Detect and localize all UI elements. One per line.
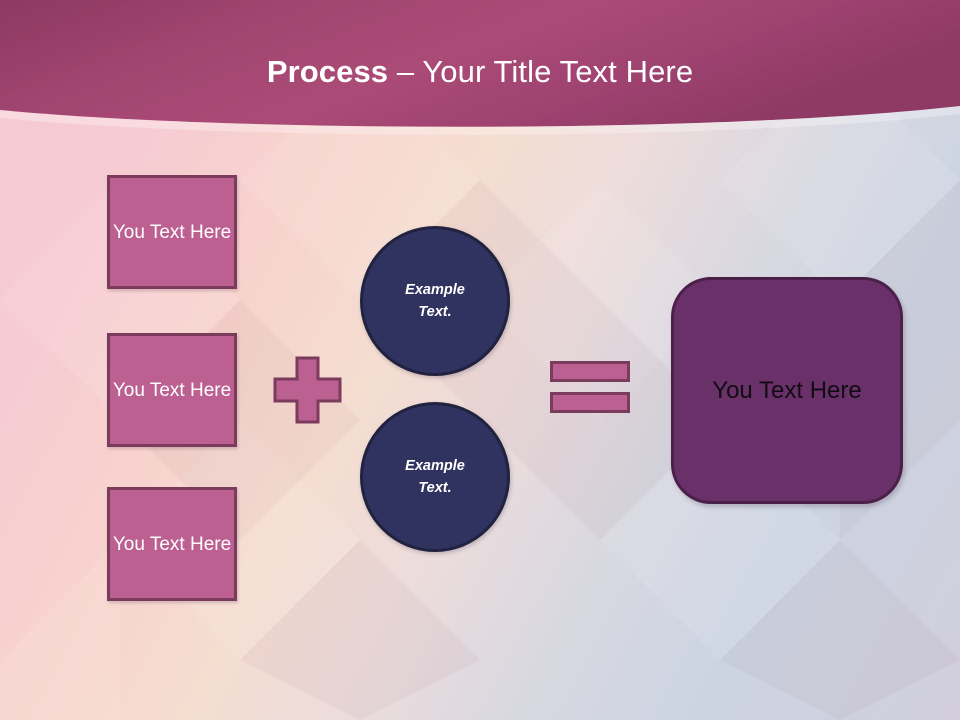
- input-box-1[interactable]: You Text Here: [107, 175, 237, 289]
- page-title: Process – Your Title Text Here: [0, 52, 960, 92]
- example-circle-2-line1: Example: [405, 458, 465, 474]
- result-box-label: You Text Here: [712, 376, 862, 404]
- input-box-3[interactable]: You Text Here: [107, 487, 237, 601]
- page-title-bold: Process: [266, 54, 389, 89]
- input-box-3-label: You Text Here: [112, 533, 232, 555]
- equals-icon: [550, 361, 630, 413]
- input-box-1-label: You Text Here: [112, 221, 232, 243]
- input-box-2[interactable]: You Text Here: [107, 333, 237, 447]
- example-circle-1-line1: Example: [405, 282, 465, 298]
- example-circle-1-label: Example Text.: [405, 279, 465, 323]
- example-circle-1-line2: Text.: [418, 304, 452, 320]
- result-box[interactable]: You Text Here: [671, 277, 903, 504]
- header-band: [0, 0, 960, 135]
- example-circle-2-line2: Text.: [418, 480, 452, 496]
- equals-bar-bottom: [550, 392, 630, 413]
- example-circle-2[interactable]: Example Text.: [360, 402, 510, 552]
- equals-bar-top: [550, 361, 630, 382]
- page-title-rest: – Your Title Text Here: [388, 54, 694, 89]
- plus-icon: [272, 355, 343, 425]
- example-circle-2-label: Example Text.: [405, 455, 465, 499]
- input-box-2-label: You Text Here: [112, 379, 232, 401]
- example-circle-1[interactable]: Example Text.: [360, 226, 510, 376]
